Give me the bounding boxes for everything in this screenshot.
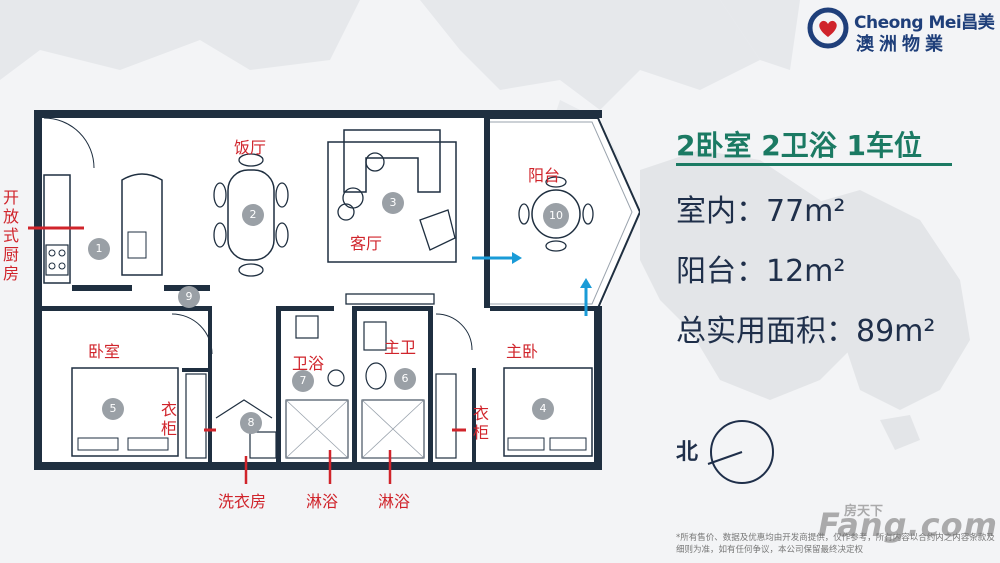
room-label-ensuite: 主卫: [384, 338, 417, 357]
wardrobe-label-right: 衣柜: [472, 404, 489, 442]
room-number-badge: 9: [178, 286, 200, 308]
room-label-dining: 饭厅: [234, 138, 267, 157]
callout-shower-1: 淋浴: [306, 492, 339, 511]
room-label-balcony: 阳台: [528, 166, 561, 185]
fang-watermark: 房天下 Fang.com: [818, 504, 998, 544]
north-label: 北: [676, 440, 699, 465]
total-area: 总实用面积：89m²: [676, 314, 936, 349]
floor-plan-drawing: [28, 110, 640, 484]
room-label-living: 客厅: [350, 234, 383, 253]
room-label-bedroom: 卧室: [88, 342, 121, 361]
callout-shower-2: 淋浴: [378, 492, 411, 511]
north-compass: 北: [676, 418, 786, 488]
brand-name-cn: 澳洲物業: [856, 34, 948, 55]
brand-logo: Cheong Mei昌美 澳洲物業: [806, 4, 996, 55]
indoor-area: 室内：77m²: [676, 194, 846, 229]
room-number-badge: 10: [543, 203, 569, 229]
room-number-badge: 1: [88, 238, 110, 260]
wardrobe-label-left: 衣柜: [160, 400, 177, 438]
room-number-badge: 4: [532, 398, 554, 420]
compass-icon: [707, 420, 774, 484]
title-underline: [676, 163, 952, 166]
callout-laundry: 洗衣房: [218, 492, 267, 511]
brand-name-en: Cheong Mei昌美: [854, 13, 995, 33]
floor-plan: 饭厅 客厅 阳台 卧室 卫浴 主卫 主卧 衣柜 衣柜 开放式厨房 洗衣房 淋浴 …: [0, 100, 640, 511]
room-number-badge: 2: [242, 204, 264, 226]
room-number-badge: 7: [292, 370, 314, 392]
room-label-master: 主卧: [506, 342, 539, 361]
room-number-badge: 3: [382, 192, 404, 214]
balcony-area: 阳台：12m²: [676, 254, 846, 289]
open-kitchen-label: 开放式厨房: [2, 188, 19, 283]
room-number-badge: 6: [394, 368, 416, 390]
room-number-badge: 8: [240, 412, 262, 434]
heart-ring-logo-icon: [807, 7, 849, 49]
room-label-bath: 卫浴: [292, 354, 325, 373]
room-number-badge: 5: [102, 398, 124, 420]
disclaimer-text: *所有售价、数据及优惠均由开发商提供，仅作参考，所有内容以合约内之内容条款及细则…: [676, 533, 995, 555]
unit-summary-title: 2卧室 2卫浴 1车位: [676, 129, 922, 162]
